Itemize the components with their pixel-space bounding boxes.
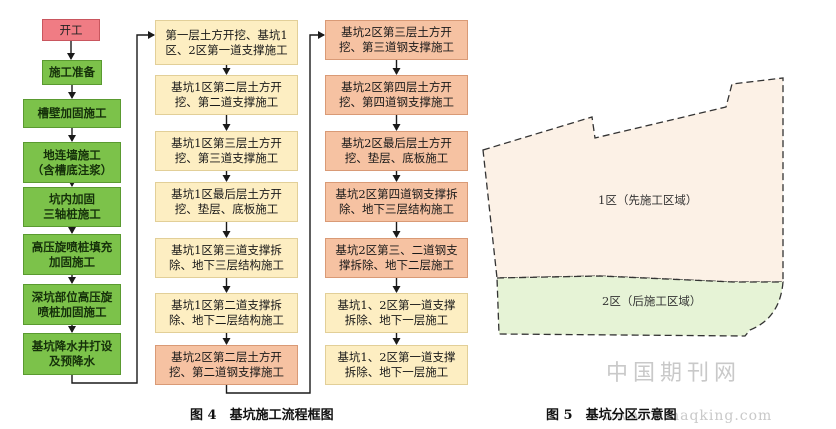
col3-step-7: 基坑1、2区第一道支撑 拆除、地下一层施工 [325,345,468,385]
col2-step-1: 第一层土方开挖、基坑1 区、2区第一道支撑施工 [155,20,298,65]
col1-step-7: 深坑部位高压旋 喷桩加固施工 [23,284,121,325]
zone2-label: 2区（后施工区域） [602,294,702,308]
col2-step-3: 基坑1区第三层土方开 挖、第三道支撑施工 [155,131,298,171]
zone1-area [482,77,784,283]
col2-step-4: 基坑1区最后层土方开 挖、垫层、底板施工 [155,182,298,222]
zone2-area [496,275,784,337]
figure-4-caption: 图 4 基坑施工流程框图 [190,408,334,423]
connector-col1-col2 [71,31,155,384]
col1-step-3: 槽壁加固施工 [23,99,121,128]
col3-step-4: 基坑2区第四道钢支撑拆 除、地下三层结构施工 [325,182,468,222]
col3-step-1: 基坑2区第三层土方开 挖、第三道钢支撑施工 [325,20,468,60]
figure-5-caption: 图 5 基坑分区示意图 [546,408,677,423]
col1-step-8: 基坑降水井打设 及预降水 [23,333,121,375]
col2-step-2: 基坑1区第二层土方开 挖、第二道支撑施工 [155,75,298,115]
col1-step-2: 施工准备 [42,60,102,85]
col1-step-4: 地连墙施工 （含槽底注浆） [23,142,121,183]
watermark-cn: 中国期刊网 [606,361,742,386]
col3-step-5: 基坑2区第三、二道钢支 撑拆除、地下二层施工 [325,238,468,278]
col2-step-5: 基坑1区第三道支撑拆 除、地下三层结构施工 [155,238,298,278]
watermark-url: www.chinaqking.com [603,408,773,424]
col3-step-2: 基坑2区第四层土方开 挖、第四道钢支撑施工 [325,75,468,115]
col2-step-7: 基坑2区第二层土方开 挖、第二道钢支撑施工 [155,345,298,385]
col1-step-5: 坑内加固 三轴桩施工 [23,187,121,227]
col1-step-6: 高压旋喷桩填充 加固施工 [23,234,121,275]
zone1-label: 1区（先施工区域） [598,193,698,207]
col3-step-3: 基坑2区最后层土方开 挖、垫层、底板施工 [325,131,468,171]
col3-step-6: 基坑1、2区第一道支撑 拆除、地下一层施工 [325,293,468,333]
col1-step-1: 开工 [42,19,100,41]
connector-col2-col3 [225,31,325,394]
col2-step-6: 基坑1区第二道支撑拆 除、地下二层结构施工 [155,293,298,333]
